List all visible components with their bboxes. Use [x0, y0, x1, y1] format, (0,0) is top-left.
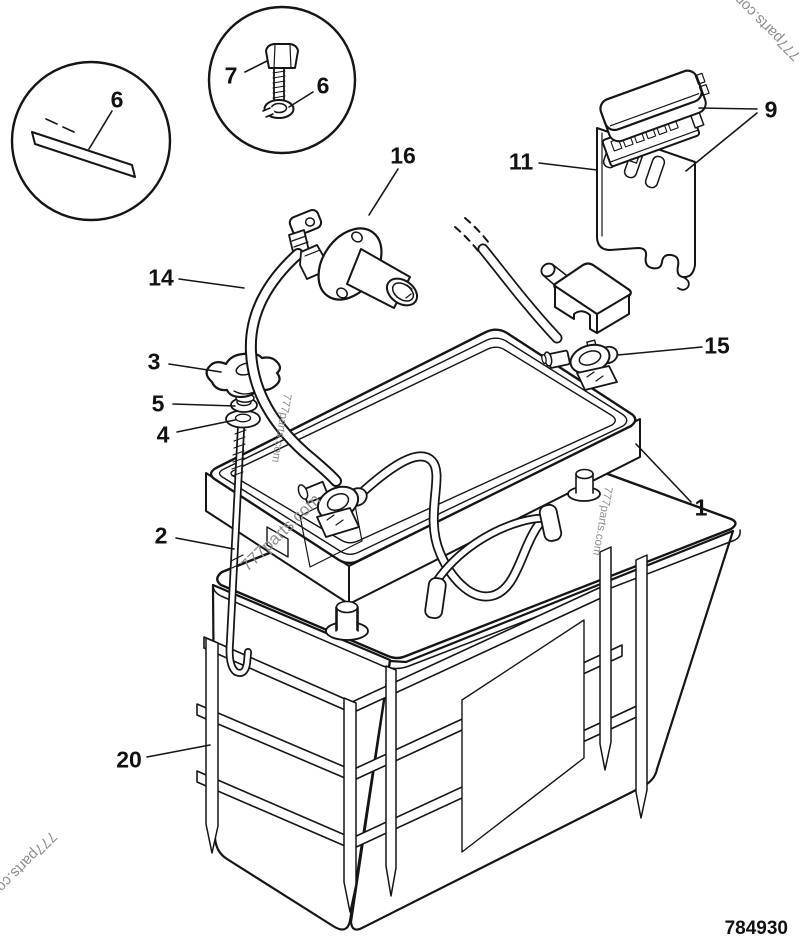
- battery-label-panel: [461, 619, 585, 853]
- washer-4: [225, 409, 261, 429]
- battery-posts: [325, 468, 601, 641]
- callout-part-6-strip: 6: [110, 86, 124, 113]
- battery-tray: [205, 328, 641, 605]
- callout-part-15: 15: [704, 332, 730, 359]
- bolt-part-7: [265, 43, 299, 69]
- battery-handle: [351, 451, 563, 620]
- terminal-15: [454, 217, 632, 391]
- callout-part-6-washer: 6: [316, 72, 330, 99]
- battery-cable-14: [244, 208, 368, 538]
- callout-part-2: 2: [154, 522, 168, 549]
- leader-lines: [88, 60, 758, 758]
- fuse-block: [601, 108, 705, 168]
- callout-part-3: 3: [147, 348, 161, 375]
- callout-part-7-bolt: 7: [224, 62, 238, 89]
- callout-part-1: 1: [694, 494, 708, 521]
- callout-part-5: 5: [151, 390, 165, 417]
- callout-part-20: 20: [116, 746, 142, 773]
- callout-part-14: 14: [148, 264, 174, 291]
- detail-circle-bolt: [207, 5, 357, 155]
- callout-part-9: 9: [764, 96, 778, 123]
- callout-part-16: 16: [390, 142, 416, 169]
- callout-part-4: 4: [156, 421, 170, 448]
- fusebox-bracket: [596, 127, 696, 279]
- terminal-cover-spout: [540, 262, 556, 278]
- detail-circle-strip: [10, 60, 172, 222]
- drawing-number: 784930: [724, 918, 788, 939]
- fusebox-cover: [599, 69, 710, 143]
- strip-part-6: [31, 131, 136, 178]
- feedthrough-16: [299, 227, 419, 309]
- fusebox-assembly: [596, 69, 710, 291]
- callout-part-11: 11: [508, 148, 534, 175]
